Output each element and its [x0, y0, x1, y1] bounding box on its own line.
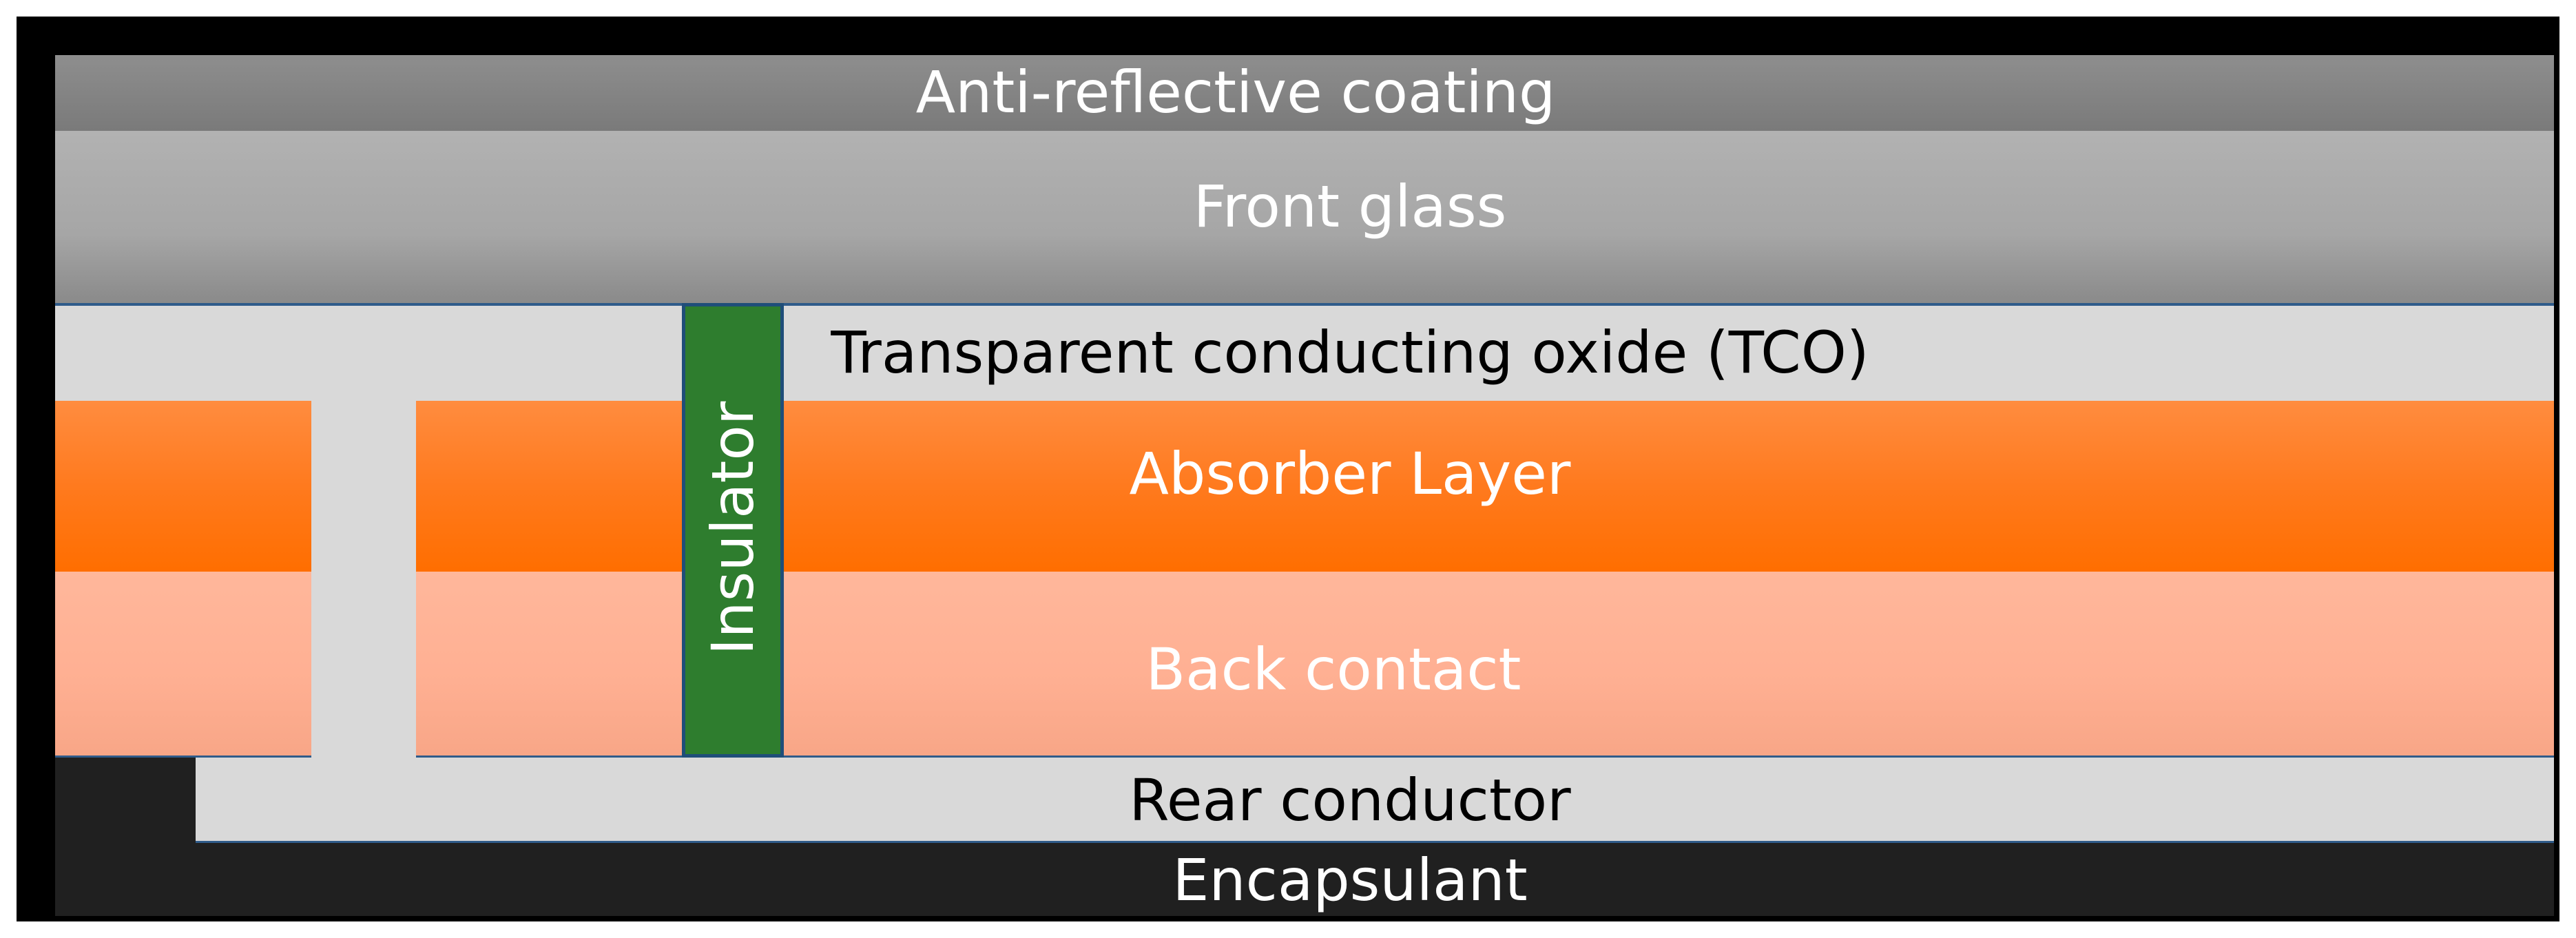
- anti-reflective-coating-label: Anti-reflective coating: [915, 59, 1556, 126]
- anti-reflective-coating-layer: Anti-reflective coating: [55, 55, 2554, 131]
- diagram-frame: Anti-reflective coating Front glass Tran…: [17, 17, 2559, 921]
- insulator-label: Insulator: [699, 401, 767, 656]
- back-contact-segment-left: [55, 572, 311, 758]
- insulator-strip: Insulator: [682, 303, 784, 758]
- solar-cell-layer-stack: Anti-reflective coating Front glass Tran…: [55, 55, 2554, 916]
- tco-layer: Transparent conducting oxide (TCO): [55, 303, 2554, 401]
- rear-conductor-label: Rear conductor: [1129, 767, 1571, 834]
- absorber-layer-segment-left: [55, 401, 311, 572]
- rear-conductor-layer: Rear conductor: [196, 758, 2554, 843]
- encapsulant-layer: Encapsulant: [55, 843, 2554, 916]
- back-contact-label: Back contact: [1145, 636, 1521, 703]
- front-glass-label: Front glass: [1193, 173, 1507, 240]
- front-glass-layer: Front glass: [55, 131, 2554, 303]
- absorber-layer-label: Absorber Layer: [1129, 440, 1571, 508]
- interconnect-scribe: [311, 401, 416, 758]
- encapsulant-label: Encapsulant: [1172, 846, 1528, 914]
- tco-label: Transparent conducting oxide (TCO): [831, 319, 1869, 386]
